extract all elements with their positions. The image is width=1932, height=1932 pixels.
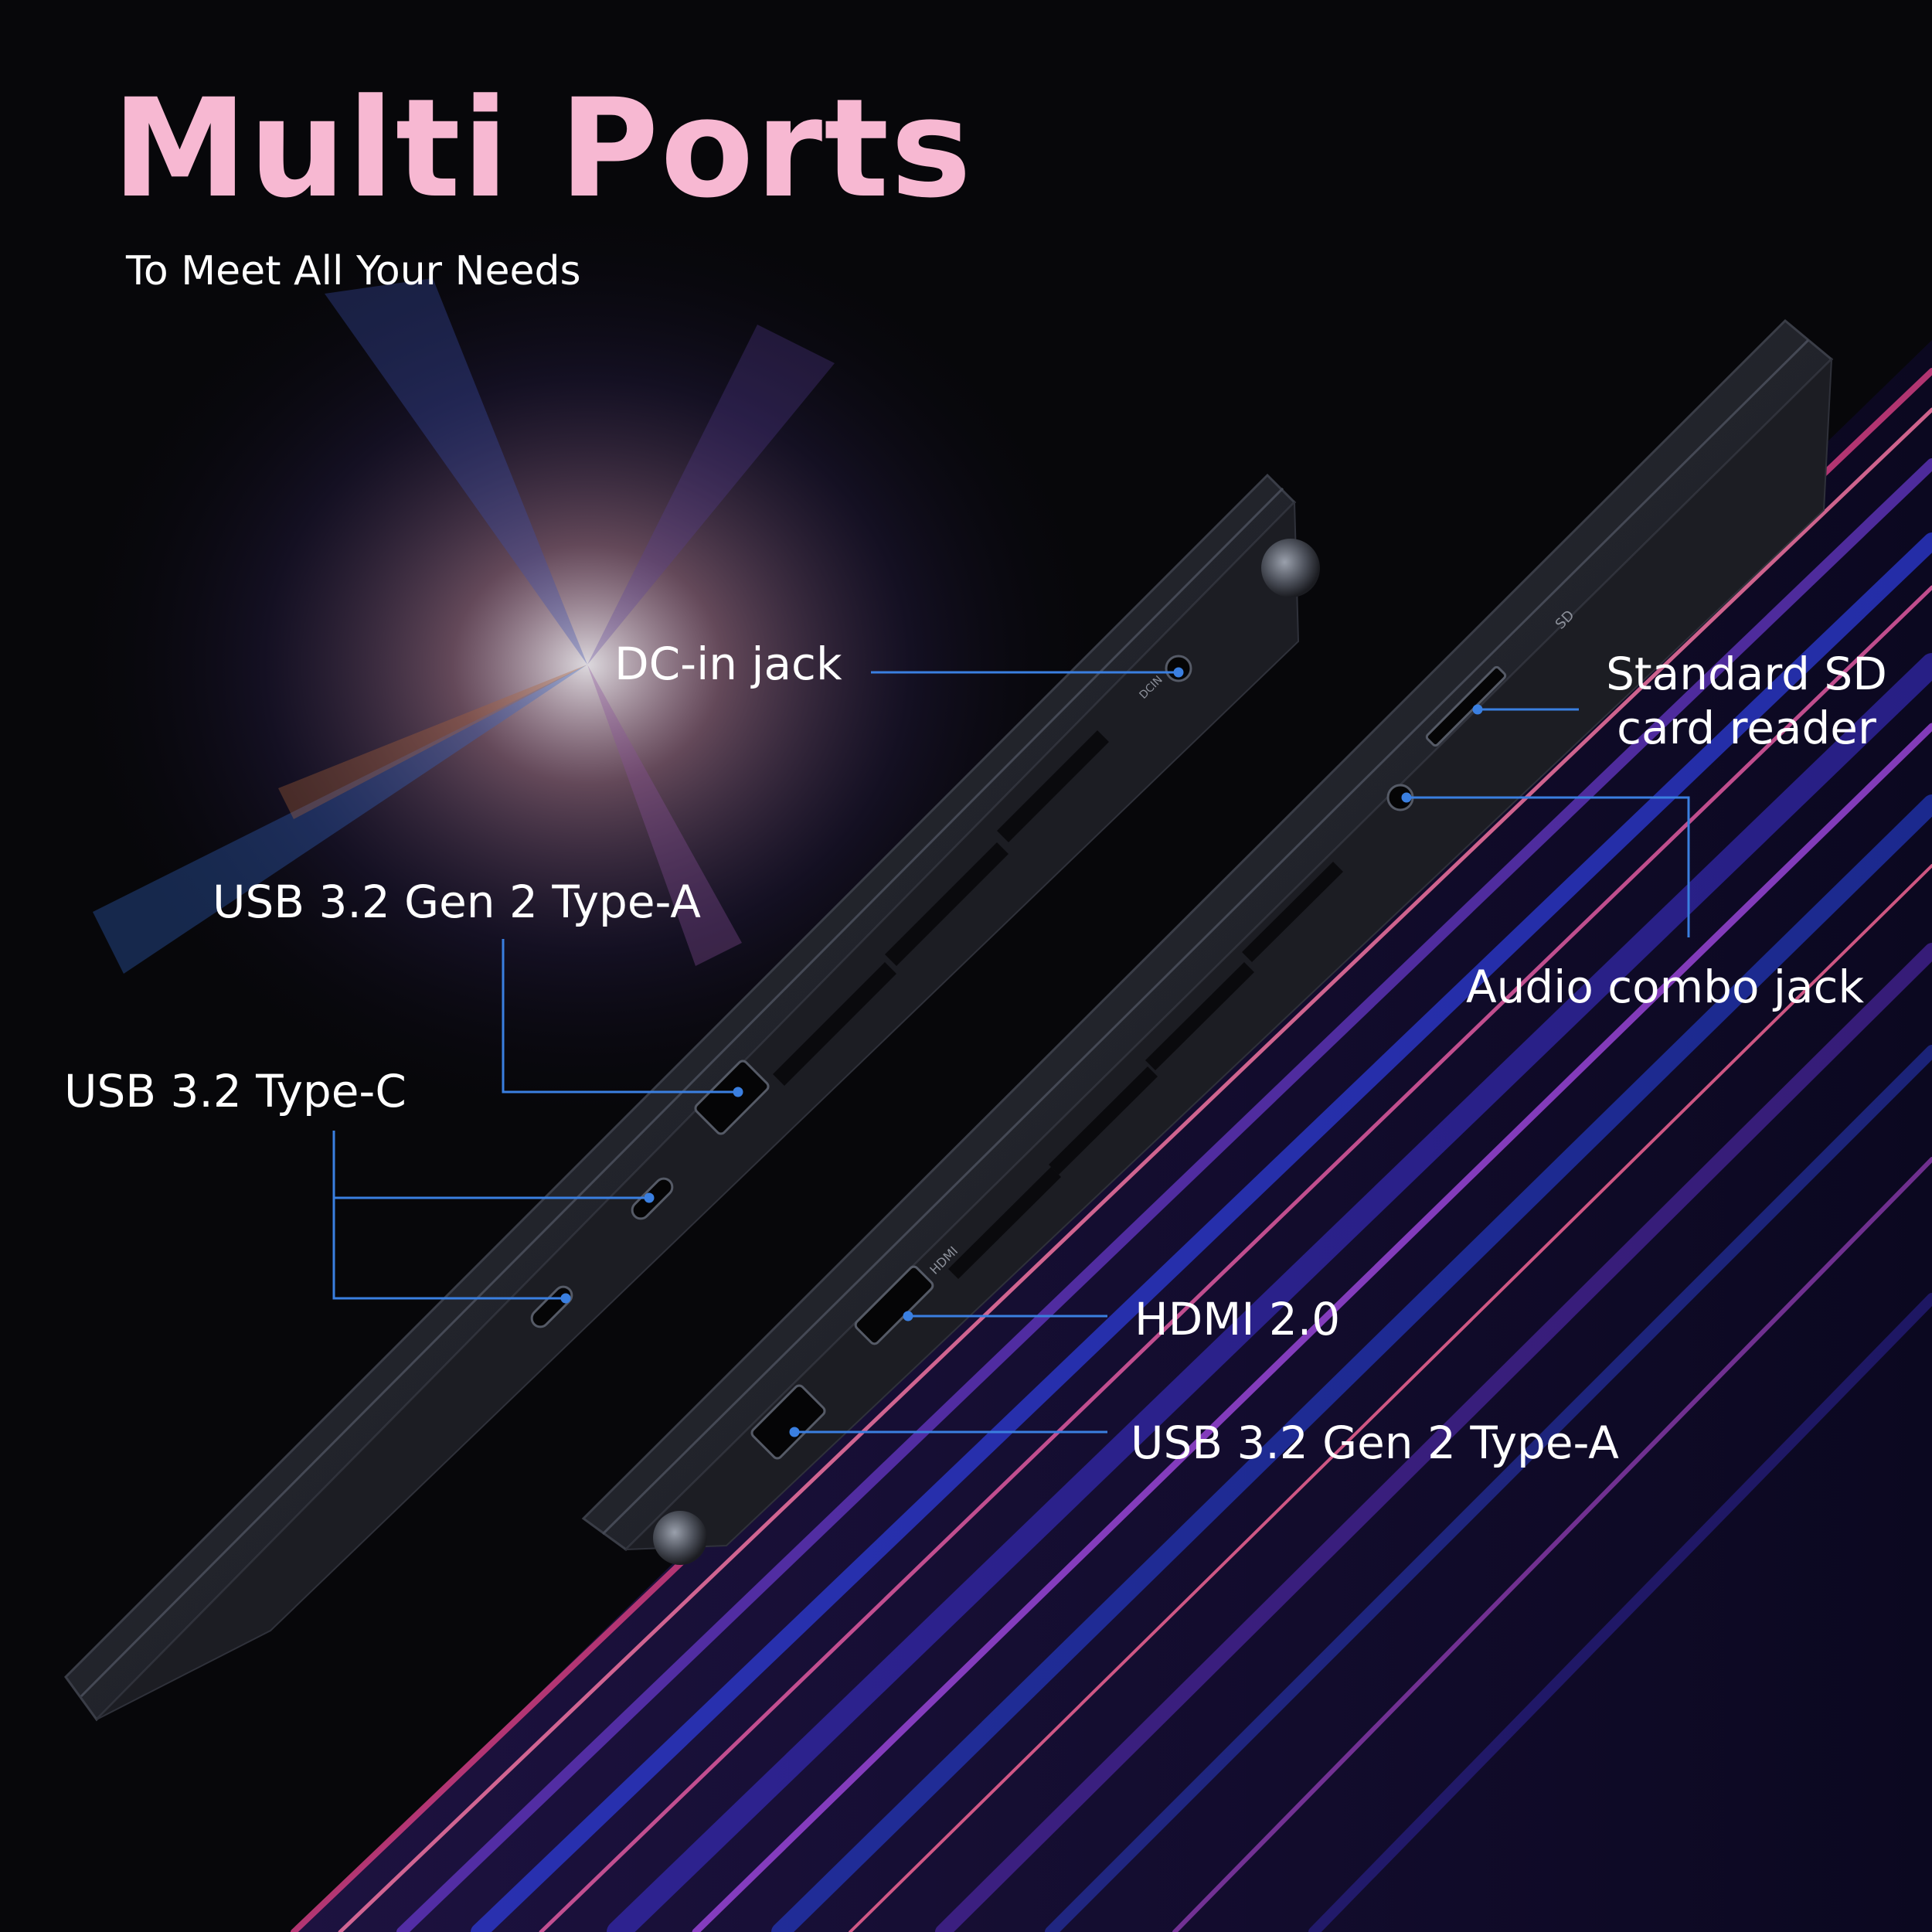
- usb-type-c-label: USB 3.2 Type-C: [64, 1065, 406, 1117]
- usb-type-a-right-label: USB 3.2 Gen 2 Type-A: [1131, 1417, 1619, 1469]
- page-title: Multi Ports: [112, 70, 974, 228]
- sd-card-reader-label: Standard SD card reader: [1606, 648, 1887, 754]
- sd-slot-icon: [1425, 665, 1507, 747]
- audio-combo-jack-label: Audio combo jack: [1466, 961, 1865, 1013]
- usb-a-port-icon: [750, 1384, 826, 1460]
- hinge-icon: [1261, 539, 1320, 597]
- vent-grille: [773, 730, 1109, 1086]
- background-light-burst: [46, 185, 1128, 1144]
- callout-leader-lines: [332, 667, 1690, 1437]
- ports-right: [750, 665, 1507, 1460]
- usb-type-a-left-label: USB 3.2 Gen 2 Type-A: [213, 876, 701, 928]
- usb-a-port-icon: [694, 1060, 770, 1135]
- dc-in-jack-label: DC-in jack: [614, 638, 842, 690]
- vent-grille: [948, 862, 1343, 1279]
- laptop-right-side: [581, 318, 1834, 1565]
- page-subtitle: To Meet All Your Needs: [126, 248, 581, 294]
- hdmi-label: HDMI 2.0: [1134, 1293, 1341, 1345]
- hinge-icon: [653, 1511, 707, 1565]
